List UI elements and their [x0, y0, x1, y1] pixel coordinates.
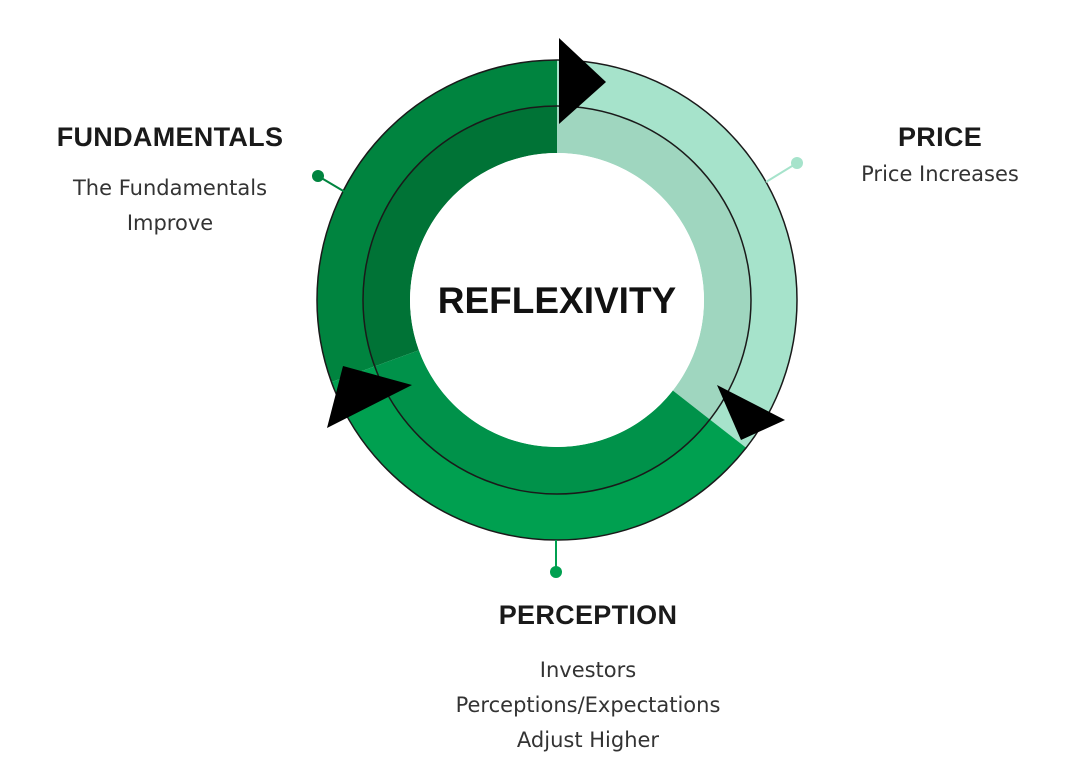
perception-desc-line-2: Perceptions/Expectations [455, 693, 721, 717]
price-connector [765, 157, 803, 183]
center-title: REFLEXIVITY [438, 280, 677, 321]
left-arrowhead [327, 366, 412, 428]
fundamentals-outer-segment [317, 60, 557, 383]
perception-inner-segment [374, 350, 710, 494]
fundamentals-desc-line-1: The Fundamentals [72, 176, 268, 200]
perception-description: Investors Perceptions/Expectations Adjus… [408, 653, 768, 758]
fundamentals-title: FUNDAMENTALS [56, 122, 284, 152]
fundamentals-connector [312, 170, 346, 193]
fundamentals-desc-line-2: Improve [126, 211, 214, 235]
perception-connector [550, 540, 562, 578]
center-disc [410, 153, 704, 447]
price-title: PRICE [897, 122, 983, 152]
perception-desc-line-3: Adjust Higher [516, 728, 660, 752]
fundamentals-description: The Fundamentals Improve [40, 171, 300, 241]
top-arrowhead [559, 38, 606, 124]
perception-dot [550, 566, 562, 578]
inner-ring-outline [362, 105, 752, 495]
price-inner-segment [557, 106, 751, 420]
perception-title: PERCEPTION [498, 600, 678, 630]
price-description: Price Increases [840, 157, 1040, 192]
price-dot [791, 157, 803, 169]
perception-outer-segment [331, 366, 747, 540]
price-desc-line-1: Price Increases [861, 162, 1019, 186]
perception-desc-line-1: Investors [539, 658, 637, 682]
fundamentals-inner-segment [363, 106, 557, 367]
fundamentals-label: FUNDAMENTALS The Fundamentals Improve [40, 122, 300, 241]
right-arrowhead [717, 385, 785, 440]
fundamentals-dot [312, 170, 324, 182]
price-label: PRICE Price Increases [840, 122, 1040, 192]
perception-label: PERCEPTION Investors Perceptions/Expecta… [408, 600, 768, 758]
price-outer-segment [557, 60, 797, 448]
